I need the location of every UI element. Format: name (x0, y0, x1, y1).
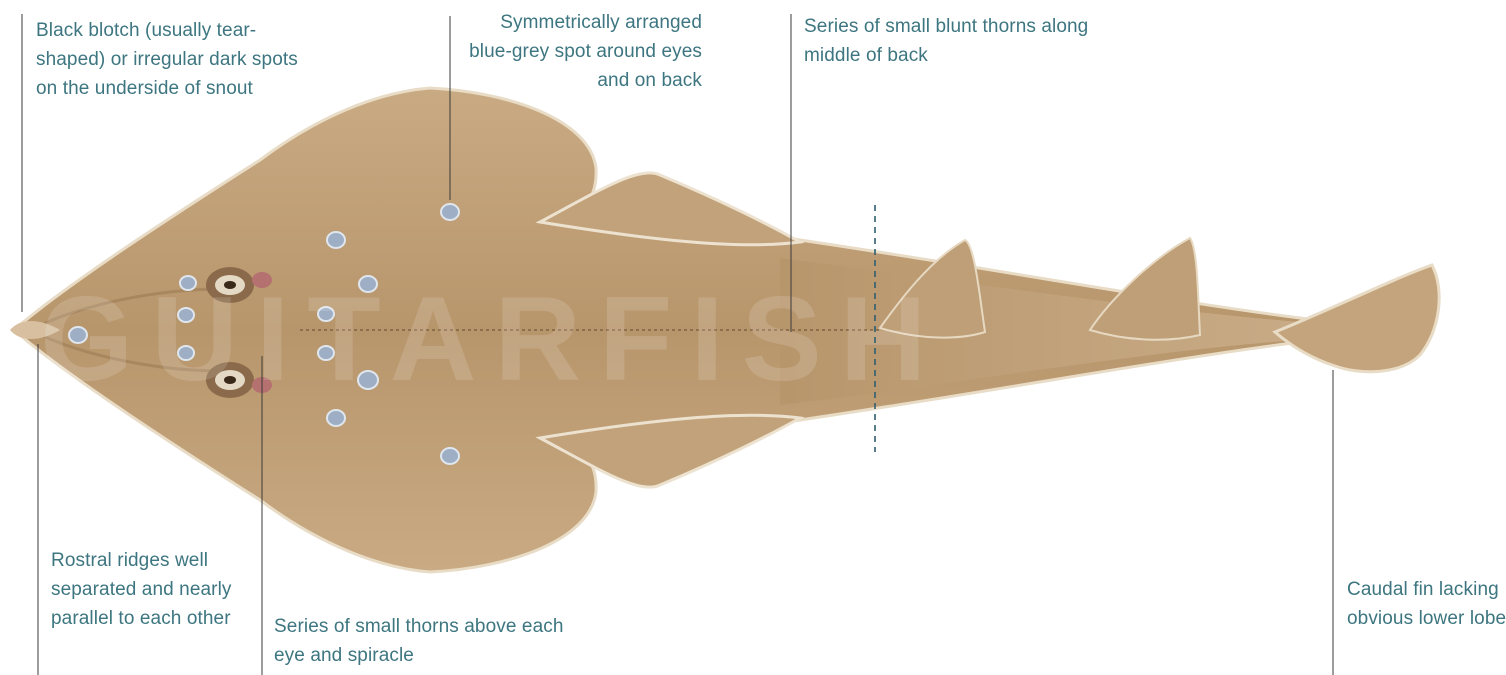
label-blunt-thorns: Series of small blunt thorns along middl… (804, 12, 1144, 70)
watermark: GUITARFISH (40, 272, 944, 406)
label-thorns-eye: Series of small thorns above each eye an… (274, 612, 564, 670)
label-rostral-ridges: Rostral ridges well separated and nearly… (51, 546, 251, 633)
label-black-blotch: Black blotch (usually tear-shaped) or ir… (36, 16, 306, 103)
spot (327, 232, 345, 248)
spot (327, 410, 345, 426)
spot (441, 448, 459, 464)
spot (441, 204, 459, 220)
label-blue-grey-spot: Symmetrically arranged blue-grey spot ar… (462, 8, 702, 95)
label-caudal-fin: Caudal fin lacking obvious lower lobe (1347, 575, 1506, 633)
